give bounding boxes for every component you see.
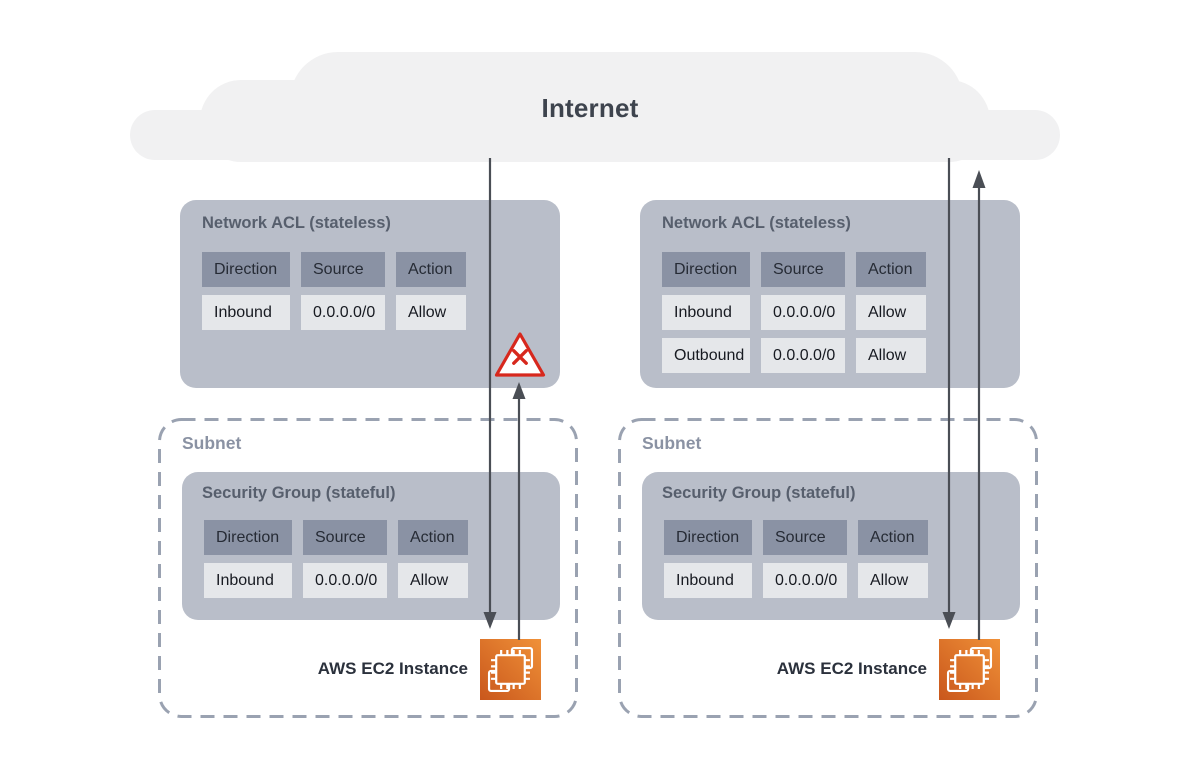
cell-action: Allow	[398, 563, 468, 598]
nacl-title-right: Network ACL (stateless)	[662, 214, 851, 232]
table-row: Inbound 0.0.0.0/0 Allow	[664, 563, 928, 598]
ec2-instance-icon	[939, 639, 1000, 700]
column-header-action: Action	[858, 520, 928, 555]
internet-cloud-shape	[130, 110, 1060, 160]
column-header-action: Action	[396, 252, 466, 287]
cell-direction: Inbound	[202, 295, 290, 330]
cell-source: 0.0.0.0/0	[763, 563, 847, 598]
table-row: Outbound 0.0.0.0/0 Allow	[662, 338, 926, 373]
table-row: Inbound 0.0.0.0/0 Allow	[662, 295, 926, 330]
column-header-source: Source	[301, 252, 385, 287]
column-header-direction: Direction	[662, 252, 750, 287]
table-header-row: Direction Source Action	[662, 252, 926, 287]
table-header-row: Direction Source Action	[664, 520, 928, 555]
cell-action: Allow	[396, 295, 466, 330]
cell-source: 0.0.0.0/0	[761, 295, 845, 330]
column-header-source: Source	[761, 252, 845, 287]
column-header-direction: Direction	[202, 252, 290, 287]
internet-label: Internet	[541, 93, 639, 123]
ec2-instance-label-left: AWS EC2 Instance	[317, 659, 468, 678]
cell-direction: Inbound	[664, 563, 752, 598]
sg-title-left: Security Group (stateful)	[202, 484, 396, 502]
ec2-instance-icon	[480, 639, 541, 700]
column-header-direction: Direction	[664, 520, 752, 555]
subnet-label-left: Subnet	[182, 433, 242, 453]
cell-direction: Inbound	[662, 295, 750, 330]
table-header-row: Direction Source Action	[202, 252, 466, 287]
column-header-source: Source	[303, 520, 387, 555]
subnet-label-right: Subnet	[642, 433, 702, 453]
cell-source: 0.0.0.0/0	[761, 338, 845, 373]
table-row: Inbound 0.0.0.0/0 Allow	[202, 295, 466, 330]
ec2-instance-label-right: AWS EC2 Instance	[776, 659, 927, 678]
cell-action: Allow	[856, 295, 926, 330]
nacl-title-left: Network ACL (stateless)	[202, 214, 391, 232]
table-row: Inbound 0.0.0.0/0 Allow	[204, 563, 468, 598]
column-header-direction: Direction	[204, 520, 292, 555]
column-header-action: Action	[856, 252, 926, 287]
cell-action: Allow	[858, 563, 928, 598]
table-header-row: Direction Source Action	[204, 520, 468, 555]
cell-direction: Outbound	[662, 338, 750, 373]
column-header-action: Action	[398, 520, 468, 555]
sg-title-right: Security Group (stateful)	[662, 484, 856, 502]
cell-source: 0.0.0.0/0	[303, 563, 387, 598]
cell-direction: Inbound	[204, 563, 292, 598]
cell-action: Allow	[856, 338, 926, 373]
cell-source: 0.0.0.0/0	[301, 295, 385, 330]
column-header-source: Source	[763, 520, 847, 555]
